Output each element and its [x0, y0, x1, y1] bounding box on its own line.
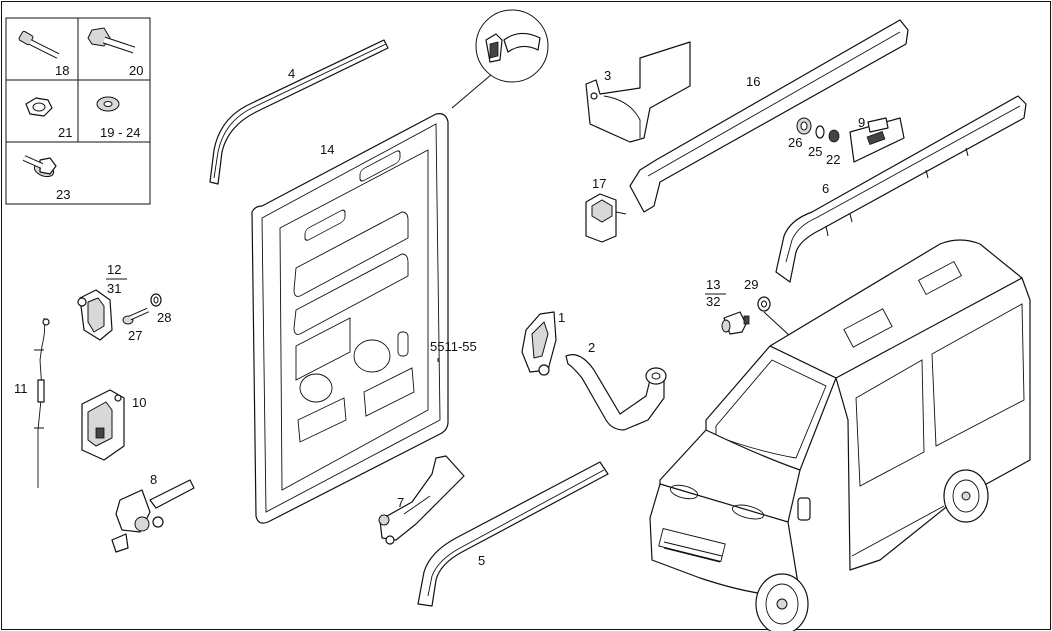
- part-11-cable: [34, 317, 50, 488]
- part-2-arm: [565, 354, 667, 431]
- bolt-icon: [18, 30, 60, 59]
- callout-31: 31: [107, 281, 121, 296]
- flange-bolt-icon: [22, 155, 57, 178]
- van-illustration: [649, 239, 1031, 631]
- callout-1: 1: [558, 310, 565, 325]
- part-13-bolt: [721, 311, 750, 335]
- part-25-washer: [815, 125, 825, 139]
- callout-9: 9: [858, 115, 865, 130]
- part-14-sliding-door: [251, 113, 449, 524]
- part-26-nut: [796, 117, 812, 135]
- callout-13: 13: [706, 277, 720, 292]
- nut-icon: [25, 97, 53, 117]
- legend-label-23: 23: [56, 187, 70, 202]
- part-22-nut: [828, 129, 840, 143]
- part-5-lower-rail: [417, 461, 609, 607]
- legend-label-20: 20: [129, 63, 143, 78]
- callout-4: 4: [288, 66, 295, 81]
- washer-icon: [96, 96, 120, 112]
- callout-27: 27: [128, 328, 142, 343]
- legend-label-19-24: 19 - 24: [100, 125, 140, 140]
- callout-25: 25: [808, 144, 822, 159]
- callout-12: 12: [107, 262, 121, 277]
- callout-10: 10: [132, 395, 146, 410]
- part-28-nut: [150, 293, 162, 307]
- part-27-bolt: [122, 307, 150, 325]
- callout-16: 16: [746, 74, 760, 89]
- part-8-roller: [111, 479, 195, 553]
- callout-26: 26: [788, 135, 802, 150]
- callout-32: 32: [706, 294, 720, 309]
- callout-6: 6: [822, 181, 829, 196]
- callout-29: 29: [744, 277, 758, 292]
- seal-profile-detail: [451, 9, 549, 109]
- callout-8: 8: [150, 472, 157, 487]
- callout-14: 14: [320, 142, 334, 157]
- reference-label: 5511-55: [430, 339, 477, 354]
- part-10-lock: [81, 389, 125, 461]
- part-7-bracket: [378, 455, 465, 545]
- callout-17: 17: [592, 176, 606, 191]
- bolt-icon: [87, 27, 136, 54]
- callout-5: 5: [478, 553, 485, 568]
- part-29-washer: [757, 296, 791, 337]
- callout-22: 22: [826, 152, 840, 167]
- part-6-roof-rail: [775, 95, 1027, 283]
- legend-label-18: 18: [55, 63, 69, 78]
- callout-3: 3: [604, 68, 611, 83]
- fastener-legend: 18 20 21 19 - 24 23: [5, 17, 151, 205]
- part-12-latch: [77, 289, 113, 341]
- callout-2: 2: [588, 340, 595, 355]
- part-9-striker: [849, 117, 905, 163]
- callout-28: 28: [157, 310, 171, 325]
- part-1-hinge: [521, 311, 557, 376]
- part-16-roof-rail: [629, 19, 909, 213]
- part-3-bracket: [585, 41, 691, 143]
- callout-11: 11: [14, 381, 28, 396]
- part-17-clip: [585, 193, 627, 243]
- part-4-upper-rail: [209, 39, 389, 185]
- legend-label-21: 21: [58, 125, 72, 140]
- callout-7: 7: [397, 495, 404, 510]
